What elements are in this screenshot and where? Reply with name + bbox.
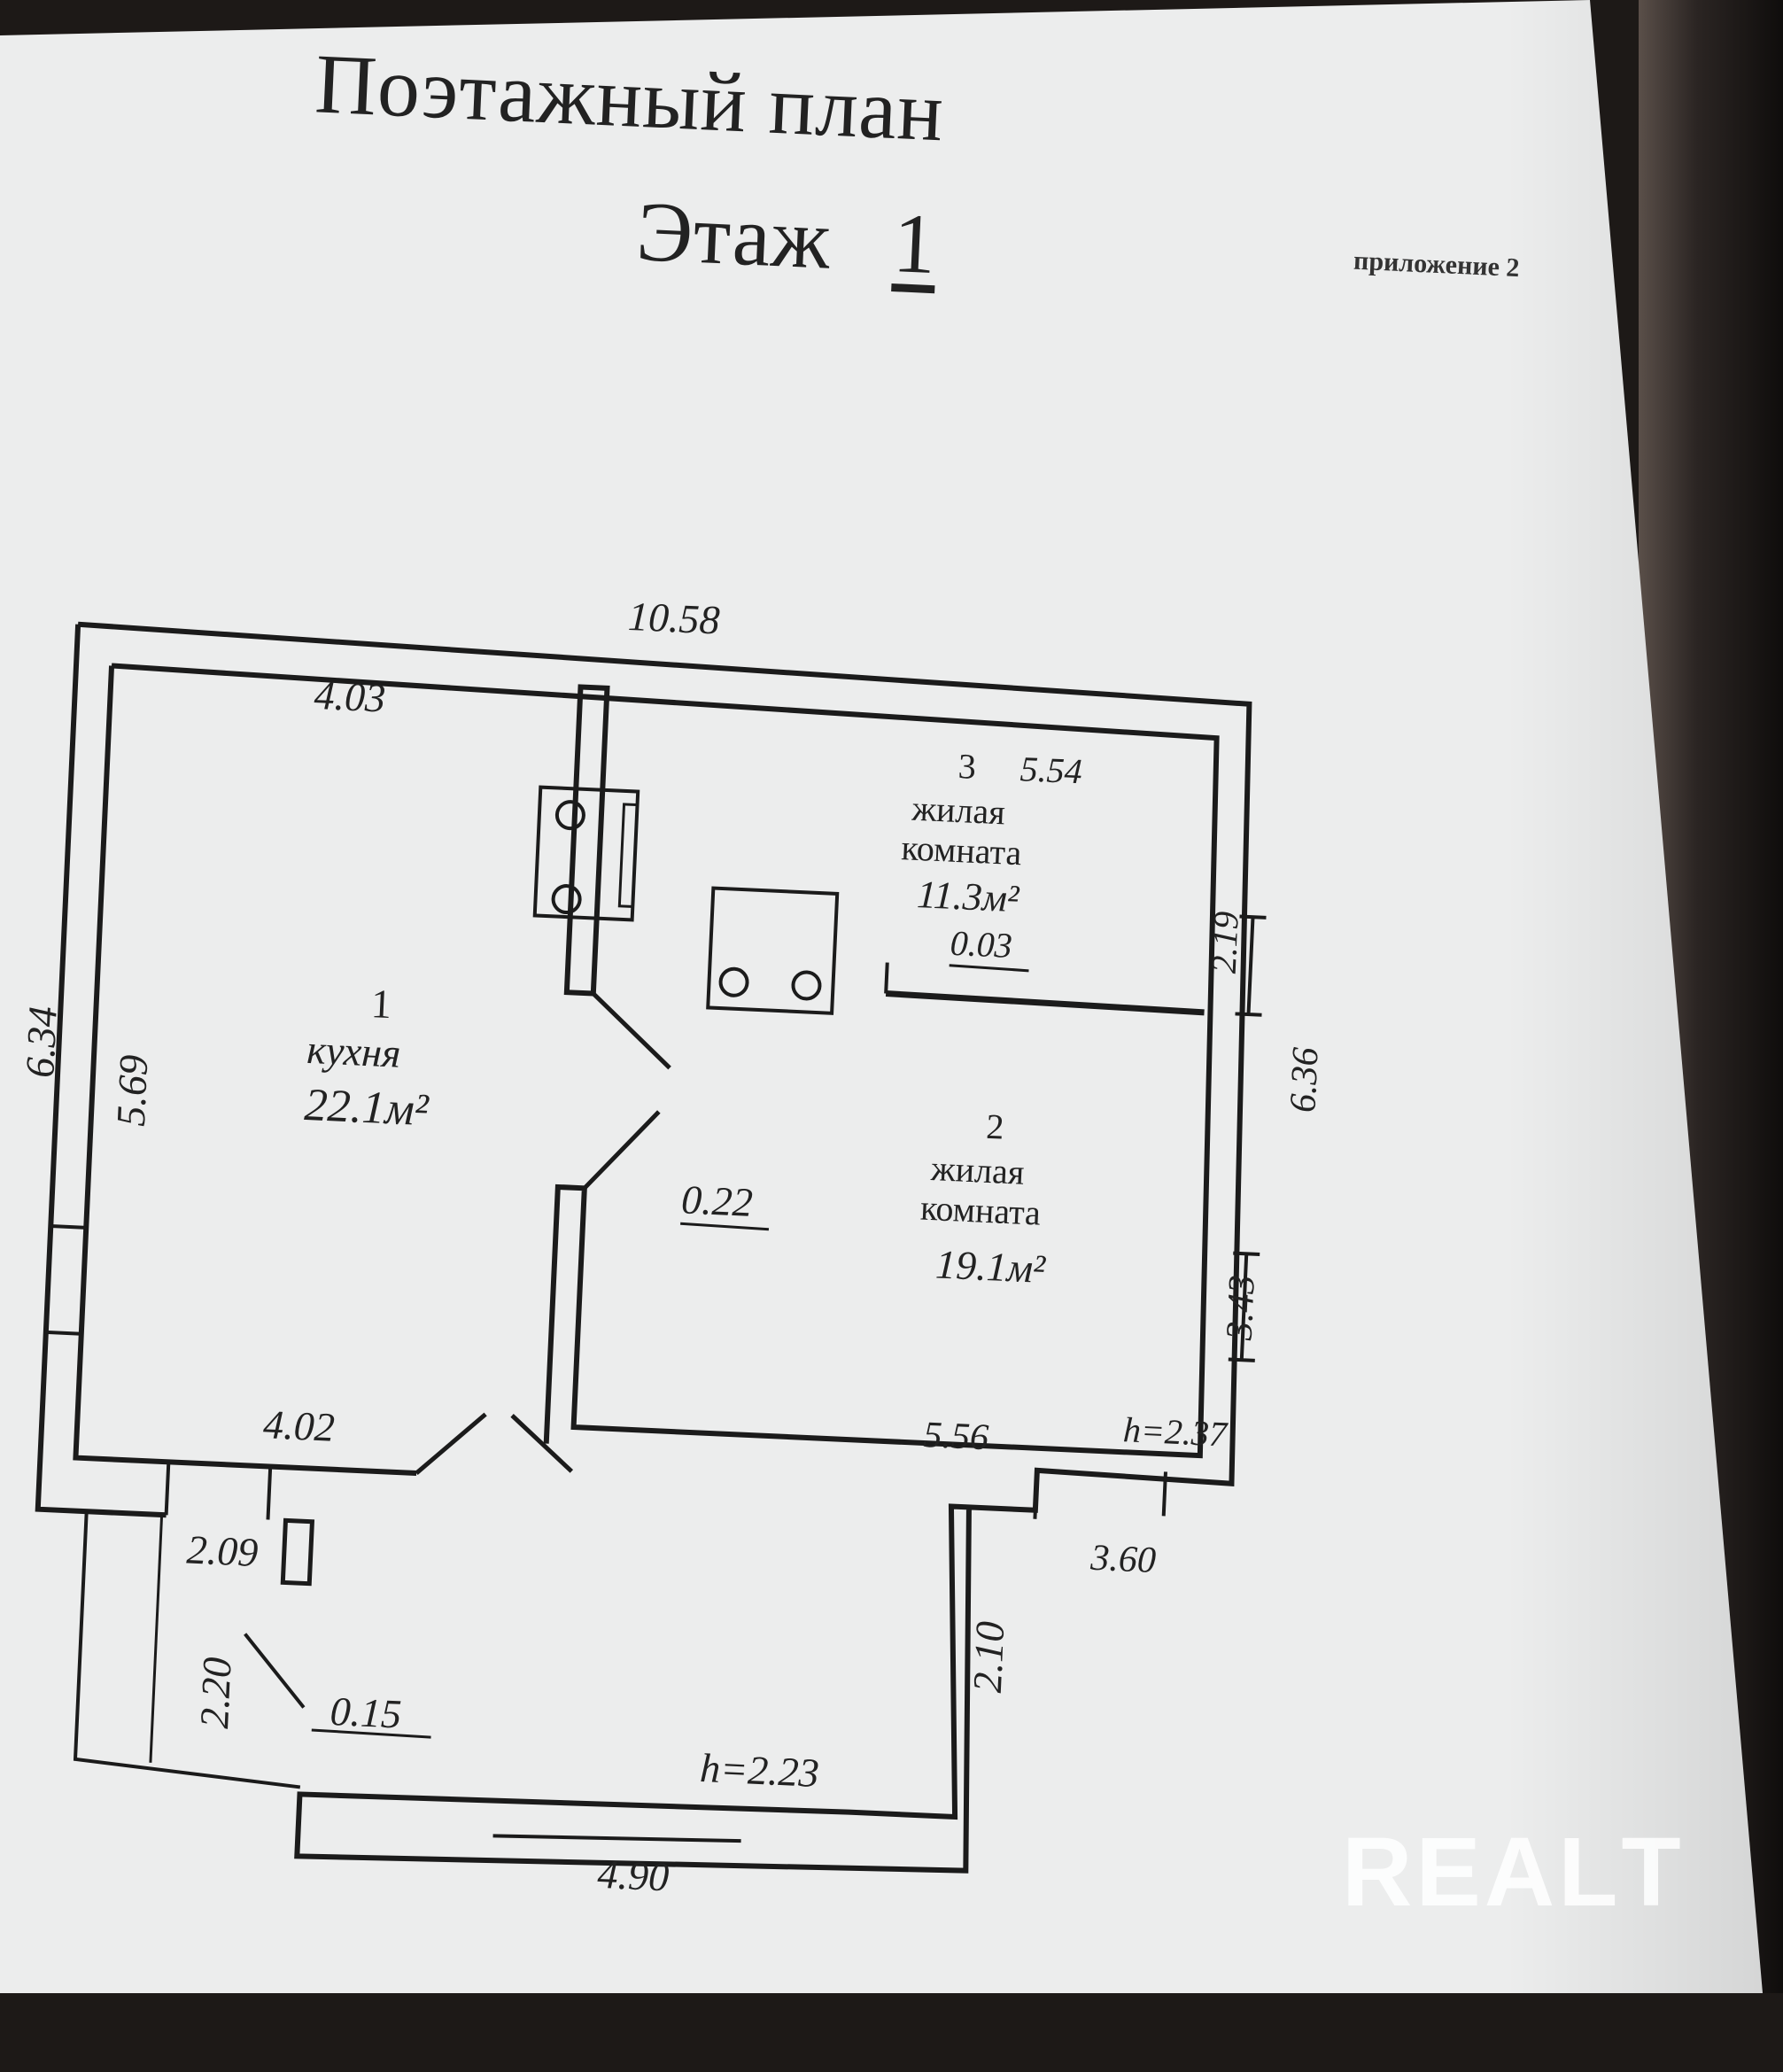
entry-door-swing: [415, 1412, 487, 1475]
room-2-name-1: жилая: [930, 1148, 1026, 1192]
room-3-name-1: жилая: [911, 788, 1006, 833]
watermark-logo: RЕАLТ: [1342, 1818, 1685, 1927]
room-2-number: 2: [985, 1106, 1005, 1147]
porch-step: [149, 1514, 164, 1763]
room-2-name-2: комната: [919, 1187, 1042, 1233]
entry-door-swing: [510, 1414, 574, 1473]
room-3-number: 3: [957, 745, 977, 787]
window: [1228, 1251, 1260, 1362]
dim-porch-wall: 0.15: [329, 1688, 403, 1737]
dim-room3-depth: 2.19: [1203, 910, 1246, 974]
window: [45, 1224, 87, 1336]
dim-porch-width-top: 2.09: [185, 1526, 260, 1575]
room-2-area: 19.1м²: [934, 1241, 1047, 1292]
porch-wall: [73, 1511, 301, 1789]
dim-overall-depth-right: 6.36: [1283, 1046, 1327, 1114]
room-1-number: 1: [369, 981, 393, 1028]
window: [492, 1834, 741, 1843]
room-3-name-2: комната: [900, 827, 1023, 873]
door-swing: [583, 1110, 661, 1191]
partition-wall: [563, 684, 610, 997]
dim-right-offset: 3.60: [1089, 1537, 1157, 1581]
outer-wall-line: [35, 624, 167, 1518]
porch-post: [280, 1517, 315, 1587]
room-1-area: 22.1м²: [303, 1079, 430, 1137]
dim-kitchen-depth: 5.69: [107, 1053, 157, 1128]
room-1-name: кухня: [306, 1026, 402, 1076]
window: [1033, 1470, 1167, 1519]
room-3-area: 11.3м²: [916, 873, 1020, 921]
outer-wall: [77, 621, 1252, 1874]
partition-room3: [885, 990, 1205, 1016]
inner-wall: [111, 663, 1220, 1459]
room-stove: [706, 886, 840, 1015]
dim-porch-height: h=2.23: [699, 1744, 820, 1796]
window: [1235, 914, 1267, 1017]
inner-wall-left: [73, 665, 417, 1477]
paper-sheet: Поэтажный план Этаж 1 приложение 2: [0, 0, 1763, 1993]
window: [164, 1462, 273, 1520]
dim-porch-side: 2.10: [964, 1620, 1013, 1694]
dim-room2-depth: 3.43: [1219, 1274, 1263, 1341]
dim-overall-width: 10.58: [627, 593, 721, 643]
dim-room2-height: h=2.37: [1122, 1409, 1229, 1455]
dim-porch-depth: 2.20: [191, 1656, 240, 1730]
dim-room3-wall: 0.03: [949, 922, 1013, 966]
dim-kitchen-top: 4.03: [313, 671, 387, 721]
dim-room3-width: 5.54: [1019, 749, 1083, 792]
partition-room3-short: [884, 962, 889, 994]
dim-overall-depth-left: 6.34: [17, 1005, 66, 1079]
porch-door: [244, 1633, 306, 1709]
dim-kitchen-bottom: 4.02: [262, 1401, 336, 1450]
dim-room2-width: 5.56: [922, 1414, 990, 1459]
dim-partition: 0.22: [680, 1176, 754, 1225]
dim-porch-width-bottom: 4.90: [596, 1851, 671, 1900]
door-swing: [592, 991, 671, 1070]
